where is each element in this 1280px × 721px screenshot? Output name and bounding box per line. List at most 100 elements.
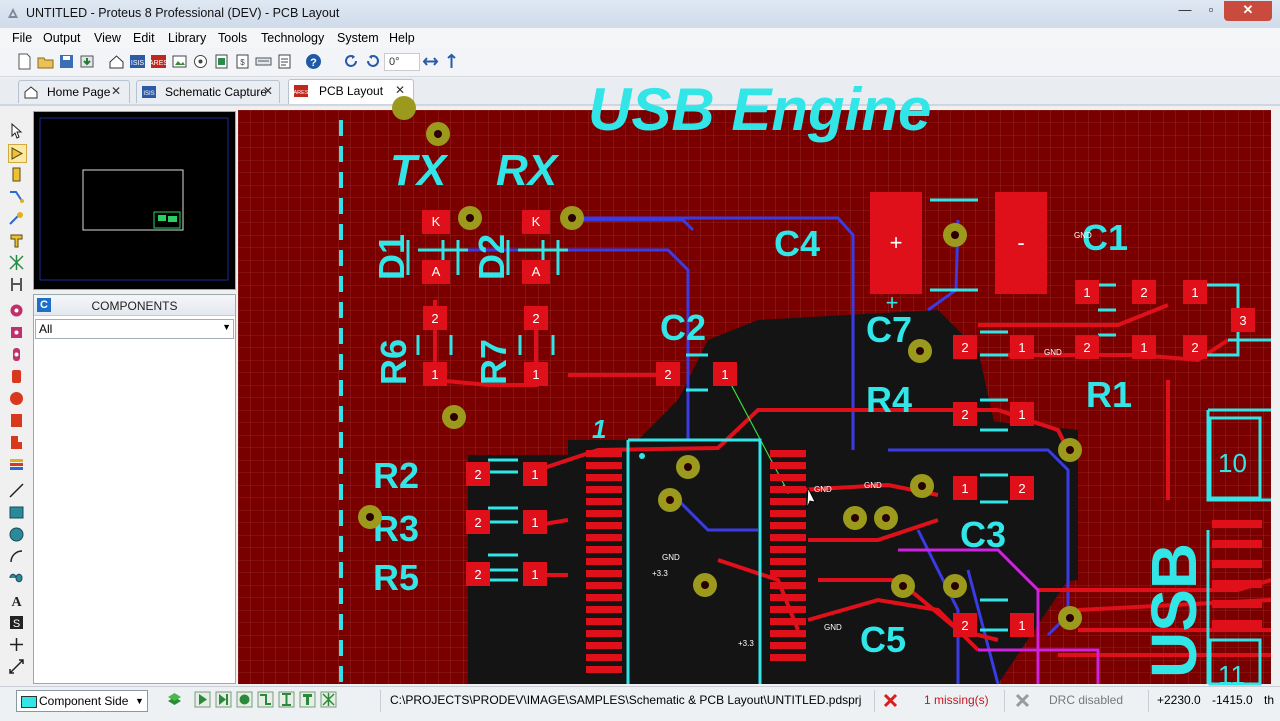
rotation-field[interactable]: 0° [384,53,420,71]
close-window-button[interactable]: ✕ [1224,1,1272,21]
select-icon[interactable] [8,122,25,139]
pcb-editing-canvas[interactable]: USB Engine TX RX D1 D2 C4 C1 C2 C7 R4 R1… [238,76,1272,690]
svg-text:1: 1 [531,515,538,530]
gerber-icon[interactable]: $ [234,53,251,70]
dimension-icon[interactable] [8,658,25,675]
schematic-icon[interactable]: ISIS [129,53,146,70]
zone-icon[interactable] [8,232,25,249]
pad-edge-icon[interactable] [8,368,25,385]
error-icon[interactable] [882,692,899,709]
maximize-button[interactable]: ▫ [1208,2,1214,17]
notes-icon[interactable] [276,53,293,70]
layer-selector[interactable]: Component Side ▼ [16,690,148,712]
layers-icon[interactable] [166,691,183,708]
svg-text:2: 2 [474,515,481,530]
save-icon[interactable] [58,53,75,70]
marker-icon[interactable] [8,636,25,653]
minimize-button[interactable]: — [1178,2,1192,17]
pad-square-icon[interactable] [8,324,25,341]
ratsnest-mode-icon[interactable] [320,691,337,708]
svg-text:A: A [11,595,22,610]
mirror-x-icon[interactable] [422,53,439,70]
package-icon[interactable] [8,166,25,183]
close-tab-icon[interactable]: ✕ [395,83,406,97]
smd-pads [422,192,1255,637]
connectivity-icon[interactable] [8,276,25,293]
track-mode-icon[interactable] [257,691,274,708]
silkscreen-refdes: D1 D2 C4 C1 C2 C7 R4 R1 R6 R7 R2 R3 R5 C… [371,217,1210,678]
refdes-r6: R6 [373,339,414,385]
play-icon[interactable] [194,691,211,708]
svg-text:GND: GND [662,553,680,562]
pad-smt-round-icon[interactable] [8,390,25,407]
components-filter-select[interactable]: All ▼ [35,319,234,339]
pad-dil-icon[interactable] [8,346,25,363]
rotate-ccw-icon[interactable] [364,53,381,70]
pad-smt-poly-icon[interactable] [8,434,25,451]
svg-text:1: 1 [532,367,539,382]
open-icon[interactable] [37,53,54,70]
menu-help[interactable]: Help [389,31,415,45]
missing-count[interactable]: 1 missing(s) [924,693,989,707]
circle-icon[interactable] [8,526,25,543]
svg-text:1: 1 [431,367,438,382]
text-icon[interactable]: A [8,592,25,610]
arc-icon[interactable] [8,548,25,565]
ratsnest-icon[interactable] [8,254,25,271]
close-tab-icon[interactable]: ✕ [111,84,122,98]
menu-edit[interactable]: Edit [133,31,155,45]
svg-text:+: + [886,290,899,315]
home-icon[interactable] [108,53,125,70]
drc-status[interactable]: DRC disabled [1049,693,1124,707]
gallery-icon[interactable] [171,53,188,70]
route-icon[interactable] [236,691,253,708]
line-icon[interactable] [8,482,25,499]
tidy-icon[interactable] [299,691,316,708]
close-tab-icon[interactable]: ✕ [263,84,274,98]
menu-view[interactable]: View [94,31,121,45]
svg-text:1: 1 [531,467,538,482]
vertical-scrollbar[interactable] [1271,110,1280,684]
help-icon[interactable]: ? [305,53,322,70]
tab-home-page[interactable]: Home Page ✕ [18,80,130,103]
bom-icon[interactable] [192,53,209,70]
rotate-cw-icon[interactable] [343,53,360,70]
pad-round-icon[interactable] [8,302,25,319]
pcb-icon[interactable]: ARES [149,53,168,70]
menu-file[interactable]: File [12,31,33,45]
svg-text:1: 1 [1018,618,1025,633]
coordinate-unit[interactable]: th [1264,693,1275,707]
track-icon[interactable] [8,188,25,205]
overview-window[interactable] [33,111,236,290]
menu-technology[interactable]: Technology [261,31,325,45]
autoroute-icon[interactable] [278,691,295,708]
via-icon[interactable] [8,210,25,227]
drc-icon[interactable] [1014,692,1031,709]
component-icon[interactable] [8,144,27,163]
padstack-icon[interactable] [8,456,25,473]
step-icon[interactable] [215,691,232,708]
menu-tools[interactable]: Tools [218,31,248,45]
menu-library[interactable]: Library [168,31,207,45]
inner-layer-tracks [898,548,1100,684]
mirror-y-icon[interactable] [443,53,460,70]
menu-output[interactable]: Output [43,31,81,45]
box-icon[interactable] [8,504,25,521]
design-explorer-icon[interactable] [255,53,272,70]
silkscreen-outlines [406,198,1271,684]
refdes-r5: R5 [373,557,419,598]
import-icon[interactable] [79,53,96,70]
path-icon[interactable] [8,570,25,587]
3d-icon[interactable] [213,53,230,70]
proteus-app-icon[interactable] [6,6,20,20]
label-tx: TX [390,146,449,195]
pick-components-button[interactable]: C [37,298,51,312]
new-icon[interactable] [16,53,33,70]
svg-text:S: S [13,618,20,630]
symbol-icon[interactable]: S [8,614,25,631]
pad-smt-square-icon[interactable] [8,412,25,429]
svg-text:ARES: ARES [294,90,309,96]
tab-schematic-capture[interactable]: ISIS Schematic Capture ✕ [136,80,280,103]
menu-system[interactable]: System [337,31,379,45]
tab-pcb-layout[interactable]: ARES PCB Layout ✕ [288,79,414,104]
